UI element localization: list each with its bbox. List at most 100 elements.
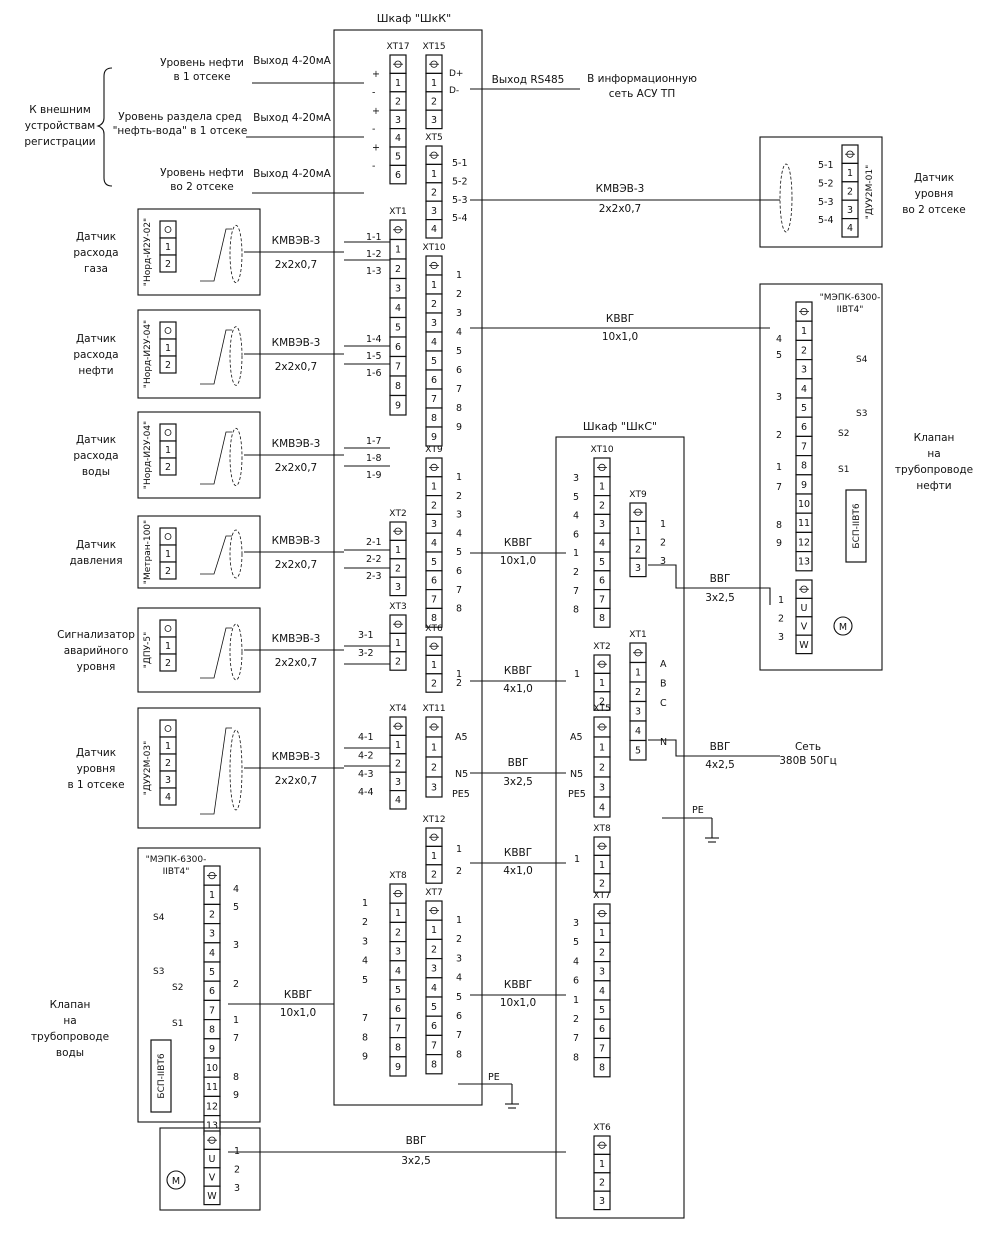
terminal-number: 6 — [431, 375, 437, 386]
wire-mark: PE5 — [568, 789, 586, 800]
wire-mark: 4 — [456, 528, 462, 539]
terminal-number: 10 — [798, 499, 810, 510]
svg-text:уровня: уровня — [915, 188, 954, 200]
wire-mark: 2 — [362, 917, 368, 928]
svg-text:10х1,0: 10х1,0 — [602, 331, 638, 343]
terminal-number: 4 — [395, 133, 401, 144]
wire-mark: 1 — [362, 898, 368, 909]
wire-mark: 2-3 — [366, 571, 382, 582]
svg-text:устройствам: устройствам — [25, 120, 95, 132]
terminal-strip-title: ХТ8 — [593, 824, 611, 834]
svg-text:"ДУУ2М-01": "ДУУ2М-01" — [865, 165, 875, 219]
svg-text:4х2,5: 4х2,5 — [705, 759, 735, 771]
terminal-number: 7 — [599, 1043, 605, 1054]
left-sensors: Датчикрасходагаза"Норд-И2У-02"12КМВЭВ-32… — [57, 208, 344, 829]
terminal-number: 8 — [431, 413, 437, 424]
svg-text:S3: S3 — [856, 409, 867, 419]
wire-mark: 9 — [456, 422, 462, 433]
terminal-number: 2 — [395, 264, 401, 275]
terminal-strip-title: ХТ1 — [629, 630, 646, 640]
wire-mark: 1 — [776, 462, 782, 473]
terminal-number: 13 — [206, 1121, 218, 1132]
terminal-number: 5 — [431, 557, 437, 568]
wire-mark: 1 — [456, 669, 462, 680]
terminal-strip-title: ХТ10 — [590, 445, 613, 455]
svg-text:S2: S2 — [172, 983, 183, 993]
sensor-name: расхода — [73, 349, 118, 361]
wire-mark: 2 — [456, 289, 462, 300]
terminal-number: 1 — [431, 78, 437, 89]
terminal-number: W — [207, 1191, 217, 1202]
svg-text:D+: D+ — [449, 69, 463, 79]
terminal-number: 1 — [431, 169, 437, 180]
svg-text:Клапан: Клапан — [914, 432, 955, 444]
terminal-number: 4 — [395, 795, 401, 806]
wire-mark: 1-9 — [366, 470, 382, 481]
svg-text:380В 50Гц: 380В 50Гц — [779, 755, 837, 767]
terminal-number: 6 — [395, 170, 401, 181]
svg-text:Клапан: Клапан — [50, 999, 91, 1011]
svg-text:IIBT4": IIBT4" — [837, 305, 864, 315]
terminal-number: 5 — [599, 557, 605, 568]
terminal-number: 4 — [431, 337, 437, 348]
terminal-strip-title: ХТ5 — [593, 704, 610, 714]
terminal-number: 3 — [599, 782, 605, 793]
wire-mark: 4 — [776, 334, 782, 345]
terminal-number: 2 — [635, 687, 641, 698]
inter-cabinet-links: КВВГ 10х1,0 КВВГ 4х1,0 ВВГ 3х2,5 КВВГ 4х… — [470, 537, 837, 1009]
svg-text:3х2,5: 3х2,5 — [401, 1155, 431, 1167]
svg-text:во 2 отсеке: во 2 отсеке — [170, 181, 234, 193]
terminal-number: 7 — [431, 394, 437, 405]
cabinet-shkk-frame — [333, 29, 483, 1106]
svg-text:Выход 4-20мА: Выход 4-20мА — [253, 55, 331, 67]
wire-mark: - — [372, 124, 375, 135]
wire-mark: 4 — [573, 511, 579, 522]
svg-text:S1: S1 — [838, 465, 849, 475]
terminal-number: 3 — [209, 929, 215, 940]
sensor-name: уровня — [77, 661, 116, 673]
terminal-number: 2 — [599, 696, 605, 707]
wire-mark: 4-2 — [358, 750, 374, 761]
sensor-name: давления — [69, 555, 122, 567]
sensor-name: воды — [82, 466, 110, 478]
terminal-number: 8 — [209, 1025, 215, 1036]
terminal-strip-title: ХТ10 — [422, 243, 445, 253]
wire-mark: 5 — [456, 346, 462, 357]
terminal-number: 2 — [395, 96, 401, 107]
sensor-model: "Норд-И2У-04" — [143, 320, 153, 388]
terminal-number: 8 — [395, 381, 401, 392]
wire-mark: 5 — [776, 350, 782, 361]
terminal-number: 7 — [209, 1005, 215, 1016]
terminal-number: 6 — [431, 576, 437, 587]
svg-text:PE: PE — [692, 805, 704, 816]
terminal-strip-title: ХТ12 — [422, 815, 445, 825]
sensor-4: Датчикдавления"Метран-100"12КМВЭВ-32х2х0… — [69, 515, 344, 589]
wire-mark: 1-5 — [366, 351, 382, 362]
sensor-cable: КМВЭВ-3 — [272, 751, 321, 763]
terminal-number: 7 — [801, 441, 807, 452]
sensor-model: "Норд-И2У-02" — [143, 218, 153, 286]
svg-text:S3: S3 — [153, 967, 164, 977]
wire-mark: 9 — [362, 1052, 368, 1063]
terminal-strip-title: ХТ3 — [389, 602, 406, 612]
terminal-number: 1 — [635, 526, 641, 537]
svg-text:10х1,0: 10х1,0 — [500, 555, 536, 567]
wire-mark: 7 — [456, 1030, 462, 1041]
terminal-number: 2 — [599, 500, 605, 511]
terminal-number: 2 — [395, 563, 401, 574]
svg-text:4: 4 — [165, 792, 171, 803]
svg-text:Датчик: Датчик — [914, 172, 954, 184]
svg-text:1: 1 — [165, 741, 171, 752]
svg-text:3х2,5: 3х2,5 — [503, 776, 533, 788]
wire-mark: + — [372, 143, 380, 154]
wire-mark: 5-3 — [452, 195, 468, 206]
wire-mark: 2 — [456, 934, 462, 945]
terminal-strip-title: ХТ9 — [425, 445, 443, 455]
terminal-number: 2 — [431, 96, 437, 107]
